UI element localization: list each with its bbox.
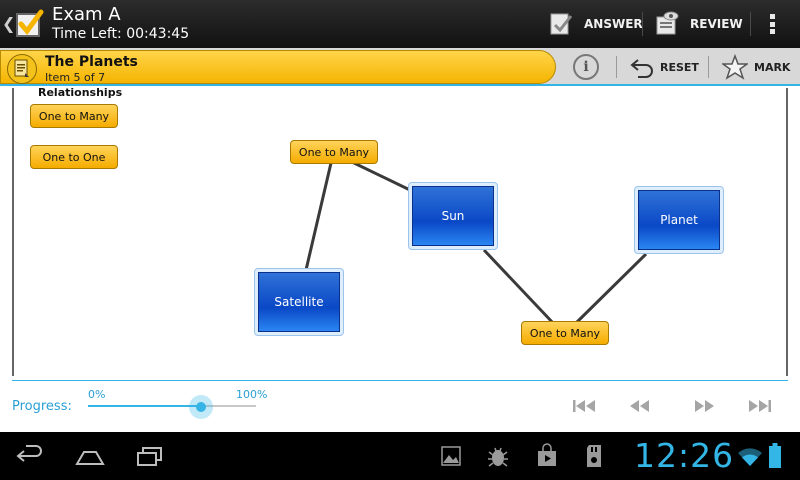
store-icon xyxy=(538,443,556,466)
overflow-menu-icon[interactable] xyxy=(762,12,782,36)
mark-button[interactable]: MARK xyxy=(722,52,790,82)
progress-fill xyxy=(88,405,201,407)
reset-button[interactable]: RESET xyxy=(630,52,699,82)
palette-chip-one-to-one[interactable]: One to One xyxy=(30,145,118,169)
first-icon[interactable] xyxy=(570,396,598,416)
rewind-icon[interactable] xyxy=(626,396,654,416)
review-button[interactable]: REVIEW xyxy=(654,0,743,48)
item-title: The Planets xyxy=(45,54,138,70)
checkbox-logo-icon[interactable] xyxy=(14,9,44,39)
connection-lines xyxy=(304,160,648,326)
relationships-heading: Relationships xyxy=(38,86,123,99)
connector-line xyxy=(574,252,648,325)
item-doc-icon xyxy=(7,54,37,84)
recent-apps-icon[interactable] xyxy=(134,442,166,470)
wifi-icon xyxy=(738,448,762,466)
entity-node-planet[interactable]: Planet xyxy=(634,186,724,254)
back-icon[interactable] xyxy=(14,442,46,470)
mark-label: MARK xyxy=(754,60,791,74)
connector-line xyxy=(351,160,411,192)
gallery-icon xyxy=(441,446,461,466)
node-label: Sun xyxy=(412,186,494,246)
entity-node-satellite[interactable]: Satellite xyxy=(254,268,344,336)
star-icon xyxy=(722,54,748,80)
progress-min: 0% xyxy=(88,388,106,401)
fast-forward-icon[interactable] xyxy=(690,396,718,416)
time-left: Time Left: 00:43:45 xyxy=(52,26,190,42)
reset-icon xyxy=(630,59,653,78)
progress-slider[interactable] xyxy=(88,405,256,407)
review-icon xyxy=(656,11,679,35)
divider xyxy=(616,56,617,78)
sdcard-icon xyxy=(587,445,601,467)
status-clock: 12:26 xyxy=(634,436,735,475)
divider xyxy=(642,12,643,36)
home-icon[interactable] xyxy=(74,442,106,470)
progress-thumb[interactable] xyxy=(188,395,213,419)
reset-label: RESET xyxy=(660,60,699,74)
review-label: REVIEW xyxy=(690,17,743,31)
node-label: Satellite xyxy=(258,272,340,332)
last-icon[interactable] xyxy=(746,396,774,416)
divider xyxy=(750,12,751,36)
progress-label: Progress: xyxy=(12,399,72,414)
action-bar: ❮ Exam A Time Left: 00:43:45 ANSWER REVI… xyxy=(0,0,800,48)
info-icon[interactable]: i xyxy=(573,54,599,80)
progress-max: 100% xyxy=(236,388,268,401)
divider xyxy=(12,380,788,381)
node-label: Planet xyxy=(638,190,720,250)
battery-icon xyxy=(769,443,781,468)
entity-node-sun[interactable]: Sun xyxy=(408,182,498,250)
progress-strip: Progress: 0% 100% xyxy=(0,376,800,432)
answer-label: ANSWER xyxy=(584,17,643,31)
system-bar: 12:26 xyxy=(0,432,800,480)
connector-line xyxy=(304,162,333,271)
palette-chip-one-to-many[interactable]: One to Many xyxy=(30,104,118,128)
answer-button[interactable]: ANSWER xyxy=(548,0,643,48)
diagram-canvas[interactable]: Relationships One to Many One to One One… xyxy=(12,86,788,376)
item-header: The Planets Item 5 of 7 i RESET MARK xyxy=(0,48,800,86)
bug-icon xyxy=(488,447,508,467)
connector-line xyxy=(482,248,556,326)
item-title-pill: The Planets Item 5 of 7 xyxy=(0,50,556,84)
relation-label[interactable]: One to Many xyxy=(290,140,378,164)
exam-title: Exam A xyxy=(52,4,121,25)
divider xyxy=(708,56,709,78)
item-position: Item 5 of 7 xyxy=(45,71,106,84)
answer-icon xyxy=(550,13,573,35)
relation-label[interactable]: One to Many xyxy=(521,321,609,345)
chevron-left-icon[interactable]: ❮ xyxy=(2,14,16,33)
